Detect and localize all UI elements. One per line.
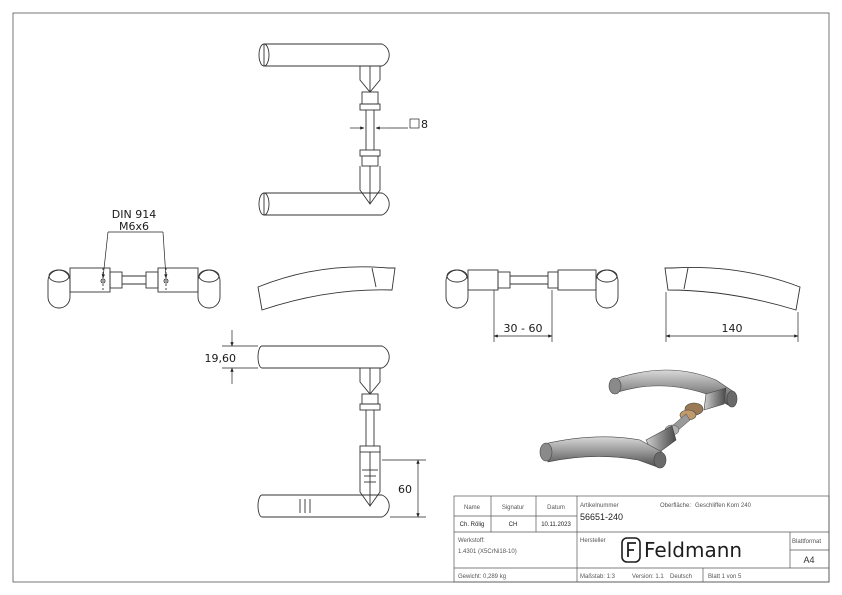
depth-dimension [382, 459, 426, 518]
tb-surface-label: Oberfläche: [660, 503, 691, 509]
tb-material-value: 1.4301 (X5CrNi18-10) [458, 549, 517, 555]
curved-lever-left [257, 266, 396, 311]
height-dimension [222, 330, 258, 384]
tb-scale: Maßstab: 1:3 [580, 574, 616, 580]
tb-sheet-number: Blatt 1 von 5 [708, 574, 742, 580]
width-dimension-label: 140 [722, 322, 743, 335]
tb-signature-header: Signatur [502, 505, 524, 511]
tb-sheet-format-value: A4 [803, 555, 814, 565]
tb-version: Version: 1.1 [632, 574, 664, 580]
right-side-view [445, 269, 619, 309]
isometric-render [539, 369, 738, 469]
tb-name-value: Ch. Rölig [460, 522, 485, 528]
left-side-view [47, 267, 221, 309]
tb-article-label: Artikelnummer [580, 503, 619, 509]
tb-sheet-format-label: Blattformat [792, 539, 821, 545]
feldmann-logo-icon [621, 537, 641, 563]
tb-date-value: 10.11.2023 [541, 522, 571, 528]
din-label: DIN 914 [112, 208, 156, 221]
sheet-border [12, 12, 830, 583]
square-dimension [350, 118, 420, 130]
tb-signature-value: CH [509, 522, 518, 528]
square-dimension-label: 8 [421, 118, 428, 131]
height-dimension-label: 19,60 [205, 352, 237, 365]
tb-weight: Gewicht: 0,289 kg [458, 574, 506, 580]
front-view [257, 345, 390, 518]
curved-lever-right [664, 266, 801, 311]
width-dimension [665, 292, 799, 342]
depth-dimension-label: 60 [398, 483, 412, 496]
tb-date-header: Datum [547, 505, 565, 511]
title-block [453, 495, 830, 583]
range-dimension [493, 290, 553, 342]
brand-name: Feldmann [644, 538, 742, 562]
tb-name-header: Name [464, 505, 481, 511]
tb-surface-value: Geschliffen Korn 240 [695, 503, 752, 509]
screw-label: M6x6 [119, 220, 149, 233]
din-leaders [101, 231, 168, 279]
tb-manufacturer-label: Hersteller [580, 538, 606, 544]
range-dimension-label: 30 - 60 [504, 322, 543, 335]
top-view [258, 43, 390, 216]
tb-material-label: Werkstoff: [458, 538, 485, 544]
tb-language: Deutsch [670, 574, 692, 580]
tb-article-number: 56651-240 [580, 512, 623, 522]
